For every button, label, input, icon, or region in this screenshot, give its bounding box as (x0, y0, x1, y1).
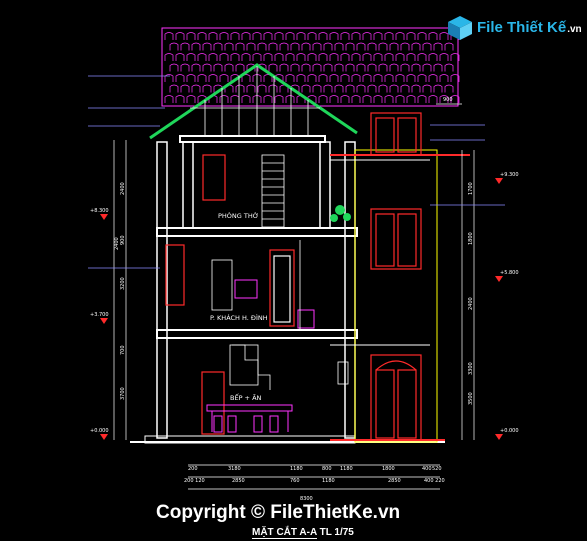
level-right-high: +9.300 (500, 172, 519, 178)
drawing-title-scale: TL 1/75 (319, 527, 354, 538)
dimension-label: 3200 (120, 277, 126, 290)
dimension-label: 400 220 (424, 478, 445, 484)
dimension-label: 3500 (468, 392, 474, 405)
drawing-title: MẶT CẮT A-A TL 1/75 (252, 527, 354, 539)
roof-tile-hatch (161, 27, 460, 107)
dimension-label: 800 (322, 466, 332, 472)
brand-name: File Thiết Kế (477, 19, 567, 36)
level-right-mid: +5.800 (500, 270, 519, 276)
dimension-label: 2400 (120, 182, 126, 195)
plant-icon (330, 205, 351, 222)
room-label-kitchen: BẾP + ĂN (230, 392, 262, 402)
drawing-title-name: MẶT CẮT A-A (252, 527, 317, 539)
level-ground: +0.000 (90, 428, 109, 434)
room-label-family: P. KHÁCH H. ĐÌNH (210, 313, 268, 322)
stairs (211, 154, 285, 390)
dimension-label: 1180 (340, 466, 353, 472)
dimension-label: 760 (290, 478, 300, 484)
annotation-leaders (88, 75, 505, 269)
logo-cube-icon (448, 16, 472, 40)
dimension-label: 3700 (120, 387, 126, 400)
right-facade (330, 149, 470, 443)
dimension-label: 2850 (388, 478, 401, 484)
dimension-label: 1180 (290, 466, 303, 472)
dimension-label: 520 (432, 466, 442, 472)
copyright-watermark: Copyright © FileThietKe.vn (156, 502, 401, 523)
total-dimension: 8300 (300, 496, 313, 502)
room-label-worship: PHÒNG THỜ (218, 211, 259, 220)
dimension-label: 1800 (382, 466, 395, 472)
bottom-dimensions-row2: 200 120 2850 760 1180 2850 400 220 (184, 478, 445, 484)
labels: PHÒNG THỜ P. KHÁCH H. ĐÌNH BẾP + ĂN +8.3… (90, 97, 519, 502)
interior-lines (229, 240, 349, 386)
dimension-label: 200 (188, 466, 198, 472)
level-right-ground: +0.000 (500, 428, 519, 434)
dimension-label: 900 (120, 235, 126, 245)
furniture (206, 279, 315, 433)
dimension-label: 2850 (232, 478, 245, 484)
brand-logo: File Thiết Kế.vn (446, 14, 582, 44)
dimension-label: 2400 (114, 237, 120, 250)
dimension-lines (113, 103, 475, 490)
dimension-label: 1700 (468, 182, 474, 195)
brand-tld: .vn (567, 24, 582, 35)
dimension-label: 1180 (322, 478, 335, 484)
level-roof: +8.300 (90, 208, 109, 214)
roof-truss (190, 66, 320, 137)
level-markers (100, 178, 503, 440)
dimension-label: 700 (120, 345, 126, 355)
right-dimensions: 1700 1800 2400 3300 3500 (468, 182, 474, 405)
dimension-label: 200 120 (184, 478, 205, 484)
top-dimension: 900 (443, 97, 453, 103)
dimension-label: 3300 (468, 362, 474, 375)
dimension-label: 400 (422, 466, 432, 472)
dimension-label: 2400 (468, 297, 474, 310)
windows (165, 112, 422, 441)
level-second: +3.700 (90, 312, 109, 318)
dimension-label: 1800 (468, 232, 474, 245)
roof-gable (149, 63, 358, 140)
dimension-label: 3180 (228, 466, 241, 472)
